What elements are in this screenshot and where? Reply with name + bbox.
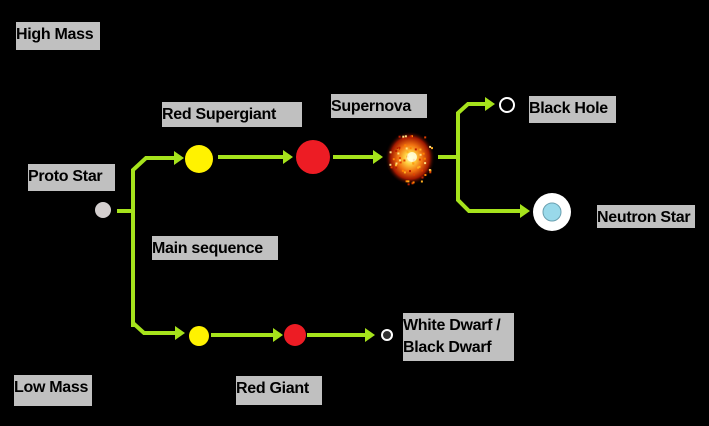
label-red-giant: Red Giant <box>236 376 322 405</box>
red-giant-star-icon <box>284 324 306 346</box>
connector-to-black-hole <box>456 102 486 157</box>
connector-to-neutron-star <box>456 157 520 213</box>
red-supergiant-star-icon <box>296 140 330 174</box>
label-supernova: Supernova <box>331 94 427 118</box>
label-neutron-star: Neutron Star <box>597 205 695 228</box>
arrowhead-to-red-supergiant <box>283 150 293 164</box>
neutron-star-node-icon <box>533 193 571 231</box>
arrowhead-to-supernova <box>373 150 383 164</box>
arrowhead-to-main-sequence-high <box>174 151 184 165</box>
label-main-sequence: Main sequence <box>152 236 278 260</box>
label-low-mass: Low Mass <box>14 375 92 406</box>
main-sequence-star-high-icon <box>185 145 213 173</box>
supernova-burst-icon <box>385 130 435 186</box>
connector-trunk-low <box>131 211 178 335</box>
label-white-black-dwarf: White Dwarf / Black Dwarf <box>403 313 514 361</box>
white-dwarf-node-icon <box>381 329 393 341</box>
label-high-mass: High Mass <box>16 22 100 50</box>
label-red-supergiant: Red Supergiant <box>162 102 302 127</box>
proto-star-icon <box>95 202 111 218</box>
black-hole-node-icon <box>499 97 515 113</box>
arrowhead-to-white-dwarf <box>365 328 375 342</box>
main-sequence-star-low-icon <box>189 326 209 346</box>
label-proto-star: Proto Star <box>28 164 115 191</box>
arrowhead-to-red-giant <box>273 328 283 342</box>
arrowhead-to-black-hole <box>485 97 495 111</box>
label-black-hole: Black Hole <box>529 96 616 123</box>
arrowhead-to-neutron-star <box>520 204 530 218</box>
arrowhead-to-main-sequence-low <box>175 326 185 340</box>
